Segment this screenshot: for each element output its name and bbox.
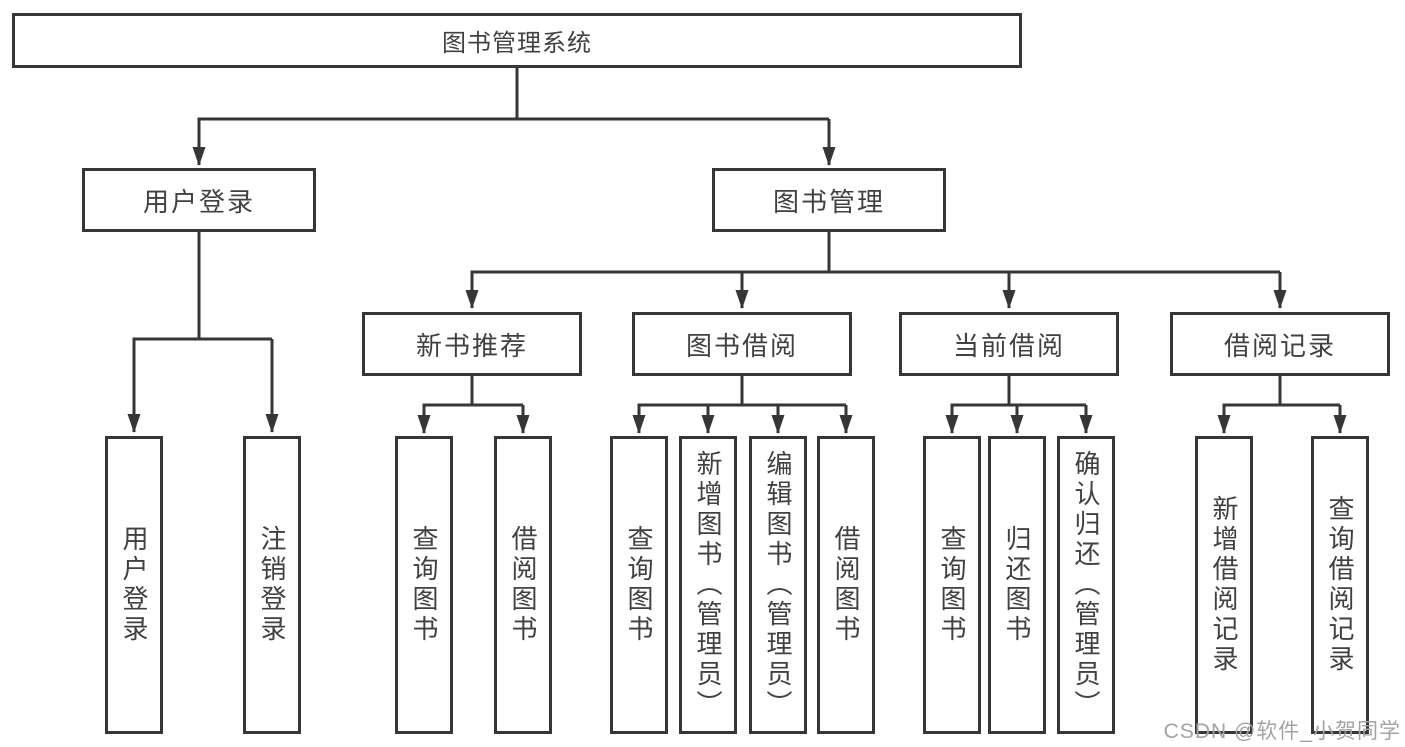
leaf-add-borrow-record: 新增借阅记录: [1195, 436, 1253, 734]
node-label: 新书推荐: [415, 330, 528, 361]
node-label: 用户登录: [119, 525, 149, 645]
node-label: 新增图书（管理员）: [693, 450, 723, 720]
node-label: 查询图书: [409, 525, 439, 645]
node-label: 查询借阅记录: [1325, 495, 1355, 675]
leaf-logout: 注销登录: [243, 436, 301, 734]
leaf-edit-books-admin: 编辑图书（管理员）: [749, 436, 807, 734]
leaf-return-books: 归还图书: [988, 436, 1046, 734]
node-borrow-records: 借阅记录: [1170, 312, 1390, 376]
node-label: 查询图书: [624, 525, 654, 645]
node-book-borrow: 图书借阅: [632, 312, 852, 376]
node-current-borrow: 当前借阅: [899, 312, 1119, 376]
node-new-book-recommend: 新书推荐: [362, 312, 582, 376]
node-label: 注销登录: [257, 525, 287, 645]
leaf-query-books-borrow: 查询图书: [610, 436, 668, 734]
node-label: 借阅记录: [1223, 330, 1336, 361]
node-label: 当前借阅: [952, 330, 1065, 361]
node-label: 用户登录: [142, 186, 255, 217]
leaf-query-books-current: 查询图书: [923, 436, 981, 734]
node-label: 编辑图书（管理员）: [763, 450, 793, 720]
node-label: 查询图书: [937, 525, 967, 645]
node-label: 图书借阅: [685, 330, 798, 361]
node-label: 图书管理系统: [442, 30, 592, 57]
node-root-system: 图书管理系统: [12, 13, 1022, 68]
node-user-login-group: 用户登录: [82, 168, 316, 232]
leaf-borrow-books: 借阅图书: [817, 436, 875, 734]
leaf-user-login: 用户登录: [105, 436, 163, 734]
node-label: 确认归还（管理员）: [1071, 450, 1101, 720]
node-label: 借阅图书: [831, 525, 861, 645]
leaf-query-borrow-record: 查询借阅记录: [1311, 436, 1369, 734]
leaf-add-books-admin: 新增图书（管理员）: [679, 436, 737, 734]
node-label: 借阅图书: [508, 525, 538, 645]
node-book-management: 图书管理: [712, 168, 946, 232]
node-label: 图书管理: [772, 186, 885, 217]
node-label: 归还图书: [1002, 525, 1032, 645]
csdn-watermark: CSDN @软件_小贺同学: [1163, 720, 1401, 743]
leaf-query-books-recommend: 查询图书: [395, 436, 453, 734]
leaf-confirm-return-admin: 确认归还（管理员）: [1057, 436, 1115, 734]
leaf-borrow-books-recommend: 借阅图书: [494, 436, 552, 734]
node-label: 新增借阅记录: [1209, 495, 1239, 675]
